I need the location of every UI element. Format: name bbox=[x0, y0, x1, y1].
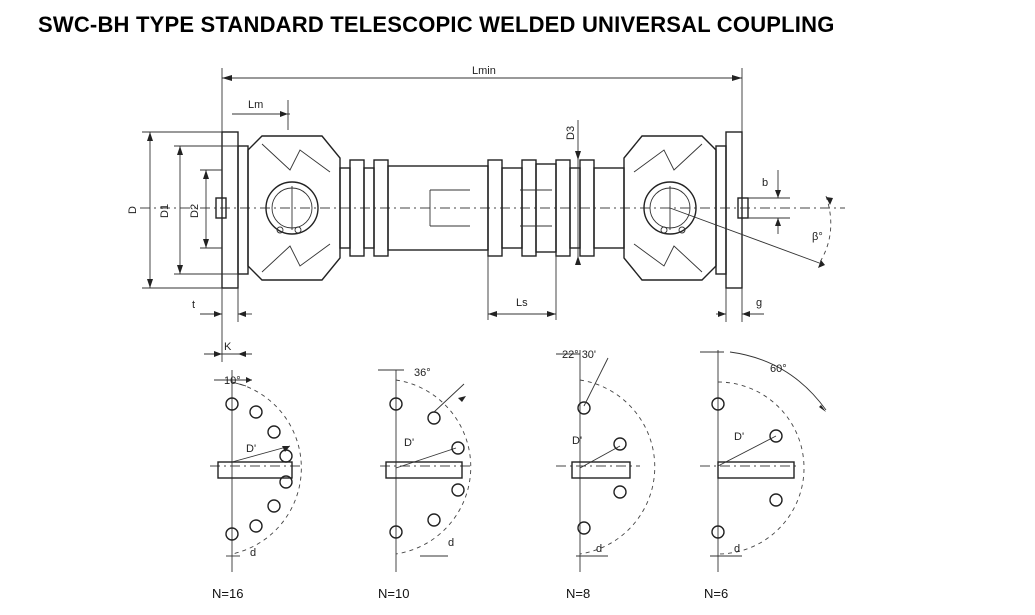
flange-label-n16: N=16 bbox=[212, 586, 243, 601]
pcd-label-n6: D' bbox=[734, 431, 744, 443]
main-assembly: Lmin Lm bbox=[127, 65, 845, 362]
k-label: K bbox=[224, 341, 232, 353]
lmin-label: Lmin bbox=[472, 65, 496, 77]
angle-label-n8: 22° 30' bbox=[562, 349, 596, 361]
pcd-label-n10: D' bbox=[404, 437, 414, 449]
d1-label: D1 bbox=[159, 204, 171, 218]
flange-view-n6: 60° D' d N=6 bbox=[700, 350, 827, 601]
hole-label-n8: d bbox=[596, 543, 602, 555]
flange-view-n10: 36° D' d N=10 bbox=[378, 367, 472, 601]
d-label: D bbox=[127, 206, 139, 214]
pcd-label-n8: D' bbox=[572, 435, 582, 447]
lm-label: Lm bbox=[248, 99, 263, 111]
angle-label-n6: 60° bbox=[770, 363, 787, 375]
hole-label-n16: d bbox=[250, 547, 256, 559]
flange-view-n8: 22° 30' D' d N=8 bbox=[556, 349, 656, 601]
ls-label: Ls bbox=[516, 297, 528, 309]
beta-label: β° bbox=[812, 231, 823, 243]
g-label: g bbox=[756, 297, 762, 309]
pcd-label-n16: D' bbox=[246, 443, 256, 455]
b-label: b bbox=[762, 177, 768, 189]
angle-label-n16: 10° bbox=[224, 375, 241, 387]
flange-label-n10: N=10 bbox=[378, 586, 409, 601]
hole-label-n6: d bbox=[734, 543, 740, 555]
d2-label: D2 bbox=[189, 204, 201, 218]
flange-label-n6: N=6 bbox=[704, 586, 728, 601]
angle-label-n10: 36° bbox=[414, 367, 431, 379]
flange-label-n8: N=8 bbox=[566, 586, 590, 601]
page-title: SWC-BH TYPE STANDARD TELESCOPIC WELDED U… bbox=[38, 12, 835, 37]
d3-label: D3 bbox=[565, 126, 577, 140]
flange-view-n16: 10° D' d N=16 bbox=[210, 370, 302, 601]
hole-label-n10: d bbox=[448, 537, 454, 549]
t-label: t bbox=[192, 299, 195, 311]
